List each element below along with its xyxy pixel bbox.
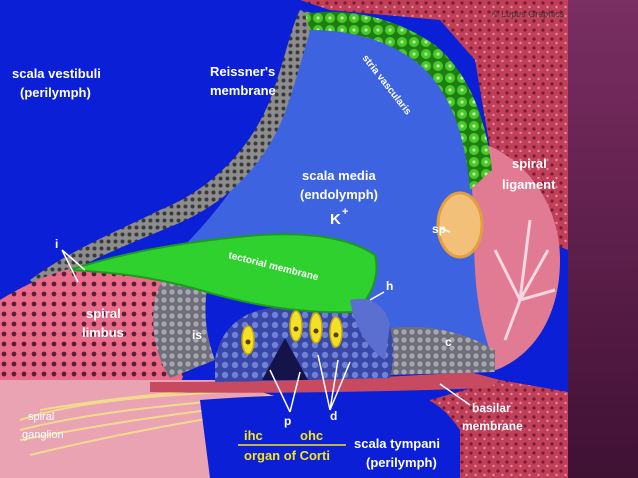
label-d: d: [330, 409, 337, 423]
label-scala-media-fluid: (endolymph): [300, 187, 378, 202]
claudius-cells: [380, 326, 495, 375]
label-ihc: ihc: [244, 428, 263, 443]
label-c: c: [445, 335, 452, 349]
scala-tympani-region: [200, 392, 460, 478]
label-organ-of-corti: organ of Corti: [244, 448, 330, 463]
reissners-membrane: [30, 10, 316, 292]
outer-hair-cells: [289, 310, 343, 348]
ligament-vessels: [493, 219, 556, 341]
label-scala-vestibuli-fluid: (perilymph): [20, 85, 91, 100]
cochlea-cross-section-diagram: © Lupus Graphics scala vestibuli (perily…: [0, 0, 568, 478]
label-is: is: [192, 328, 202, 342]
label-scala-media: scala media: [302, 168, 376, 183]
label-ohc: ohc: [300, 428, 323, 443]
label-potassium: K: [330, 211, 341, 228]
label-pointer-lines: [61, 227, 471, 413]
spiral-limbus: [0, 262, 187, 392]
label-reissners: Reissner's: [210, 64, 275, 79]
label-scala-tympani: scala tympani: [354, 436, 440, 451]
basilar-membrane: [150, 372, 500, 393]
label-spiral-limbus: spiral: [86, 306, 121, 321]
label-spiral-limbus-2: limbus: [82, 325, 124, 340]
organ-of-corti-body: [215, 303, 394, 382]
label-basilar-membrane: membrane: [462, 419, 523, 433]
spiral-prominence: [436, 191, 484, 259]
slide-side-bar: [568, 0, 638, 478]
label-sp: sp: [432, 222, 446, 236]
label-reissners-membrane: membrane: [210, 83, 276, 98]
label-spiral-ligament: spiral: [512, 156, 547, 171]
inner-hair-cell: [241, 325, 255, 355]
stria-vascularis: [305, 11, 492, 190]
label-potassium-charge: +: [342, 206, 348, 218]
label-i: i: [55, 237, 58, 251]
label-spiral-ganglion-2: ganglion: [22, 429, 64, 441]
copyright-text: © Lupus Graphics: [492, 9, 565, 19]
tectorial-membrane: [69, 233, 378, 314]
spiral-ligament: [463, 140, 560, 372]
label-basilar: basilar: [472, 401, 511, 415]
tunnel-of-corti: [262, 338, 308, 380]
label-p: p: [284, 414, 291, 428]
spiral-ligament-bone: [300, 0, 568, 478]
label-spiral-ganglion: spiral: [28, 411, 54, 423]
label-scala-tympani-fluid: (perilymph): [366, 455, 437, 470]
label-scala-vestibuli: scala vestibuli: [12, 66, 101, 81]
label-h: h: [386, 279, 393, 293]
label-spiral-ligament-2: ligament: [502, 177, 556, 192]
hensen-cells: [350, 298, 390, 360]
